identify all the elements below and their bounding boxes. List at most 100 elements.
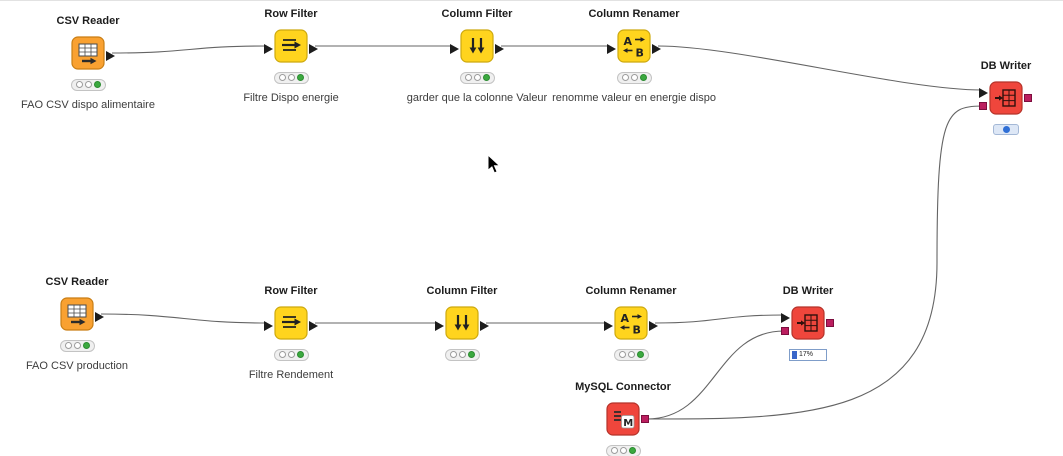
output-port-data[interactable] bbox=[106, 48, 115, 66]
node-body[interactable] bbox=[450, 29, 504, 63]
traffic-red-light bbox=[610, 447, 618, 454]
input-port-data[interactable] bbox=[450, 41, 459, 59]
input-port-data[interactable] bbox=[607, 41, 616, 59]
node-status-progress-bar: 17% bbox=[789, 348, 827, 361]
node-title: DB Writer bbox=[980, 60, 1032, 72]
connection-edge-column-renamer-1-to-db-writer-1[interactable] bbox=[657, 45, 983, 91]
node-body[interactable] bbox=[71, 36, 115, 70]
output-port-data[interactable] bbox=[495, 41, 504, 59]
svg-text:A: A bbox=[624, 35, 633, 48]
column-renamer-icon: AB bbox=[617, 29, 651, 63]
traffic-red-light bbox=[618, 351, 626, 358]
node-body[interactable] bbox=[979, 81, 1032, 115]
input-port-data[interactable] bbox=[781, 310, 790, 328]
traffic-green-light bbox=[636, 351, 644, 358]
input-port-data[interactable] bbox=[979, 85, 988, 103]
node-annotation: Filtre Rendement bbox=[248, 369, 334, 381]
node-mysql-connector-1: MySQL Connector M bbox=[493, 381, 753, 456]
node-status bbox=[444, 348, 480, 361]
node-title: Column Filter bbox=[426, 285, 498, 297]
traffic-red-light bbox=[64, 342, 72, 349]
node-status-traffic-light bbox=[605, 444, 641, 456]
node-status-traffic-light bbox=[459, 71, 495, 84]
traffic-green-light bbox=[296, 351, 304, 358]
svg-text:A: A bbox=[621, 312, 630, 325]
node-column-filter-2: Column Filter bbox=[332, 285, 592, 382]
traffic-yellow-light bbox=[458, 351, 466, 358]
node-status-traffic-light bbox=[444, 348, 480, 361]
svg-text:M: M bbox=[623, 418, 633, 429]
node-annotation: FAO CSV production bbox=[25, 360, 129, 372]
traffic-yellow-light bbox=[627, 351, 635, 358]
node-body[interactable] bbox=[781, 306, 834, 340]
output-port-data[interactable] bbox=[95, 309, 104, 327]
row-filter-icon bbox=[274, 306, 308, 340]
output-port-data[interactable] bbox=[480, 318, 489, 336]
traffic-green-light bbox=[482, 74, 490, 81]
node-column-filter-1: Column Filter garder que la colonne Vale… bbox=[347, 8, 607, 105]
output-port-data[interactable] bbox=[309, 318, 318, 336]
node-status-traffic-light bbox=[59, 339, 95, 352]
node-annotation: FAO CSV dispo alimentaire bbox=[21, 99, 155, 111]
connection-edge-column-renamer-2-to-db-writer-2[interactable] bbox=[654, 314, 785, 324]
connection-edge-csv-reader-1-to-row-filter-1[interactable] bbox=[111, 45, 268, 54]
node-body[interactable] bbox=[264, 29, 318, 63]
traffic-red-light bbox=[449, 351, 457, 358]
node-title: Row Filter bbox=[264, 285, 318, 297]
node-title: Column Renamer bbox=[588, 8, 680, 20]
node-status bbox=[993, 123, 1019, 136]
svg-text:B: B bbox=[636, 47, 644, 60]
input-port-db[interactable] bbox=[781, 327, 789, 335]
connection-edge-mysql-connector-1-to-db-writer-2[interactable] bbox=[646, 330, 785, 420]
traffic-red-light bbox=[278, 74, 286, 81]
progress-percent-text: 17% bbox=[799, 350, 814, 358]
traffic-green-light bbox=[93, 81, 101, 88]
node-annotation: renomme valeur en energie dispo bbox=[552, 92, 716, 104]
node-db-writer-2: DB Writer 17% bbox=[678, 285, 938, 382]
db-writer-icon bbox=[989, 81, 1023, 115]
traffic-red-light bbox=[75, 81, 83, 88]
node-body[interactable] bbox=[60, 297, 104, 331]
output-port-data[interactable] bbox=[649, 318, 658, 336]
node-row-filter-1: Row Filter Filtre Dispo energie bbox=[161, 8, 421, 105]
connection-edge-csv-reader-2-to-row-filter-2[interactable] bbox=[100, 313, 268, 324]
node-status-traffic-light bbox=[273, 348, 309, 361]
node-title: MySQL Connector bbox=[575, 381, 671, 393]
node-body[interactable] bbox=[435, 306, 489, 340]
input-port-data[interactable] bbox=[264, 318, 273, 336]
traffic-green-light bbox=[296, 74, 304, 81]
node-status-traffic-light bbox=[70, 78, 106, 91]
db-writer-icon bbox=[791, 306, 825, 340]
connection-edge-mysql-connector-1-to-db-writer-1[interactable] bbox=[646, 105, 983, 420]
node-body[interactable]: M bbox=[606, 402, 649, 436]
csv-reader-icon bbox=[60, 297, 94, 331]
node-status: 17% bbox=[789, 348, 827, 361]
queued-dot-icon bbox=[1002, 126, 1010, 133]
output-port-db[interactable] bbox=[826, 319, 834, 327]
node-title: Column Filter bbox=[441, 8, 513, 20]
traffic-yellow-light bbox=[473, 74, 481, 81]
node-status-traffic-light bbox=[616, 71, 652, 84]
node-status bbox=[605, 444, 641, 456]
output-port-db[interactable] bbox=[1024, 94, 1032, 102]
input-port-data[interactable] bbox=[264, 41, 273, 59]
node-body[interactable] bbox=[264, 306, 318, 340]
output-port-data[interactable] bbox=[652, 41, 661, 59]
output-port-data[interactable] bbox=[309, 41, 318, 59]
input-port-data[interactable] bbox=[604, 318, 613, 336]
output-port-db[interactable] bbox=[641, 415, 649, 423]
traffic-yellow-light bbox=[287, 351, 295, 358]
traffic-green-light bbox=[639, 74, 647, 81]
node-title: DB Writer bbox=[782, 285, 834, 297]
input-port-data[interactable] bbox=[435, 318, 444, 336]
node-title: CSV Reader bbox=[56, 15, 120, 27]
mouse-cursor bbox=[487, 154, 501, 174]
input-port-db[interactable] bbox=[979, 102, 987, 110]
node-csv-reader-1: CSV Reader FAO CSV dispo alimentaire bbox=[0, 15, 218, 112]
